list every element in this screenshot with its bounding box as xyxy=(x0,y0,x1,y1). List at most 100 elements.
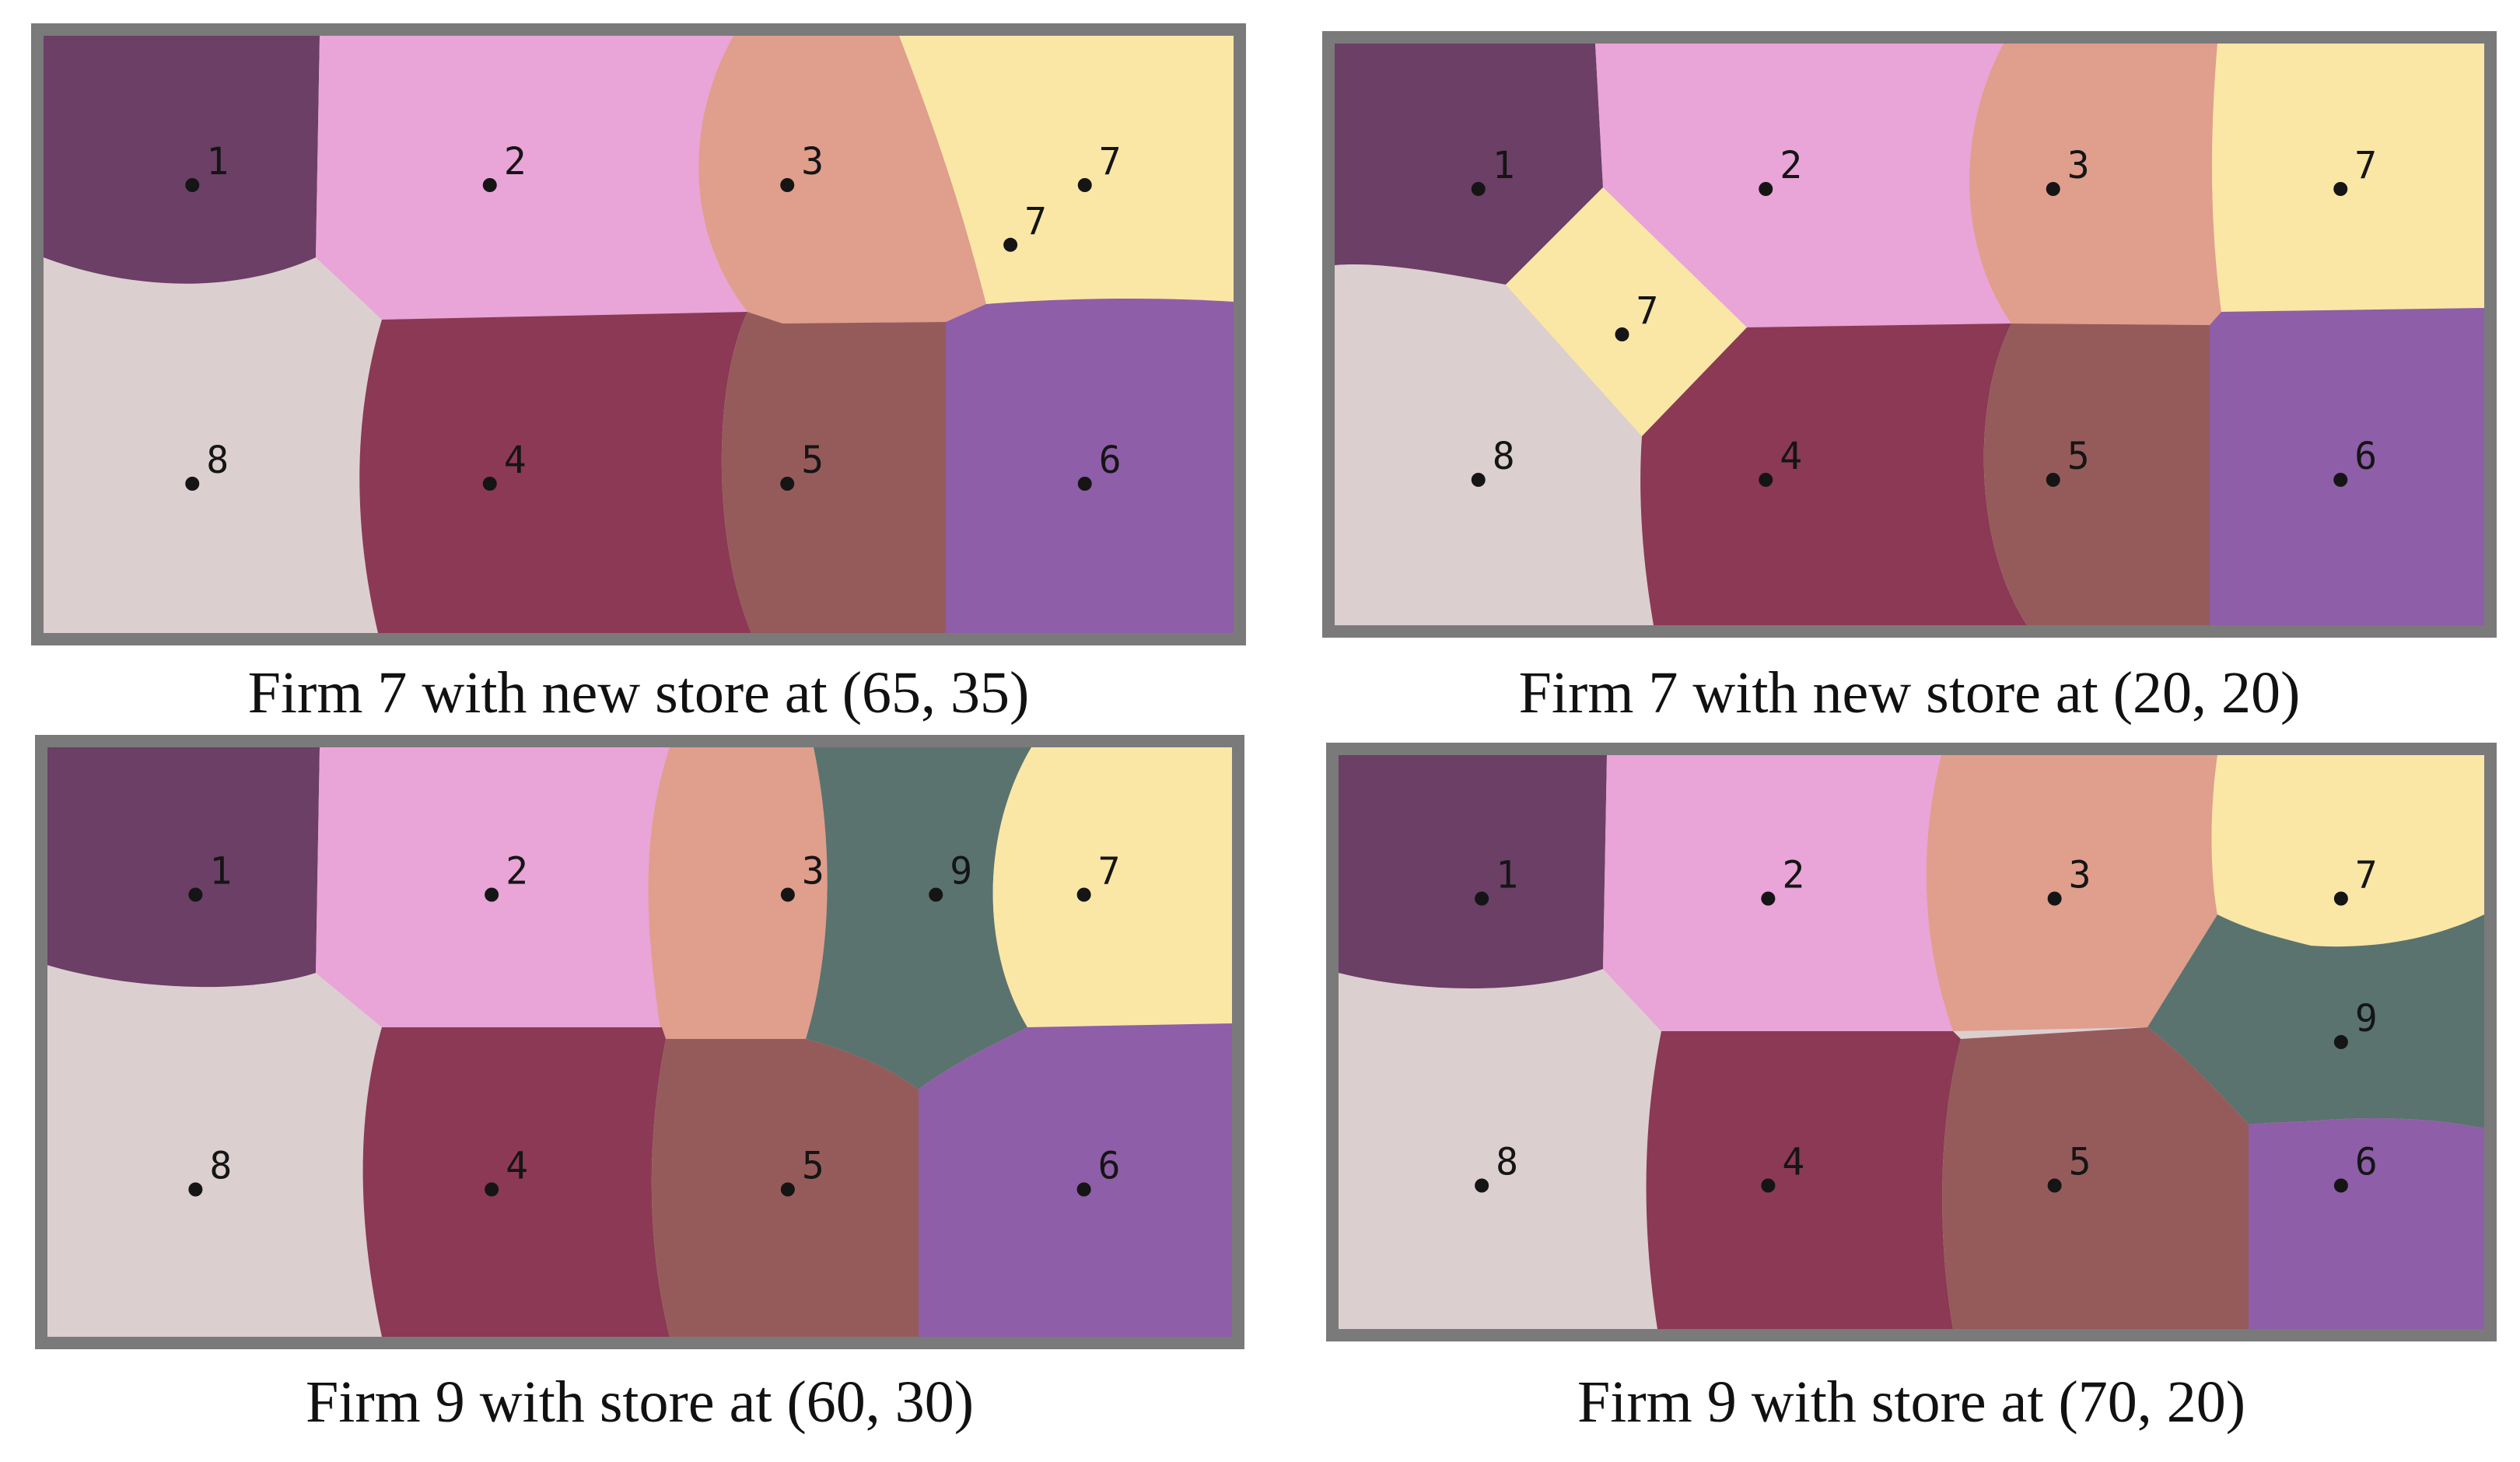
store-marker-6: 6 xyxy=(1076,1145,1121,1197)
region-firm-3 xyxy=(1969,44,2221,325)
store-marker-1: 1 xyxy=(1475,854,1518,906)
store-dot xyxy=(1471,182,1486,196)
store-marker-2: 2 xyxy=(1761,854,1804,906)
store-label: 5 xyxy=(2069,1141,2091,1184)
store-dot xyxy=(2333,1035,2348,1049)
region-firm-1 xyxy=(47,747,320,988)
region-firm-2 xyxy=(316,36,747,320)
store-label: 1 xyxy=(209,850,232,894)
store-label: 1 xyxy=(1493,144,1515,187)
store-label: 1 xyxy=(206,140,229,184)
store-marker-8: 8 xyxy=(1471,435,1515,487)
region-firm-4 xyxy=(359,312,751,633)
store-layer: 1 2 3 9 7 8 4 5 6 xyxy=(188,850,1121,1197)
store-label: 9 xyxy=(950,850,972,894)
store-marker-5: 5 xyxy=(780,439,824,491)
store-marker-2: 2 xyxy=(1759,144,1802,196)
store-label: 5 xyxy=(802,1145,824,1188)
store-dot xyxy=(2333,182,2348,196)
store-dot xyxy=(2333,891,2348,906)
store-label: 2 xyxy=(504,140,527,184)
region-firm-4 xyxy=(1640,324,2027,625)
store-marker-6: 6 xyxy=(1077,439,1122,491)
region-firm-7 xyxy=(992,747,1232,1027)
store-label: 7 xyxy=(2355,854,2378,897)
store-marker-7: 7 xyxy=(1076,850,1121,902)
store-marker-1: 1 xyxy=(185,140,229,192)
store-dot xyxy=(1471,473,1486,487)
region-firm-6 xyxy=(946,299,1234,633)
store-marker-3: 3 xyxy=(780,850,824,902)
store-marker-7: 7 xyxy=(1615,289,1658,341)
store-label: 6 xyxy=(2354,435,2377,478)
store-marker-6: 6 xyxy=(2333,435,2377,487)
store-dot xyxy=(2333,473,2348,487)
region-firm-6 xyxy=(2249,1118,2484,1329)
store-marker-5: 5 xyxy=(780,1145,824,1197)
region-firm-7 xyxy=(899,36,1234,304)
store-marker-1: 1 xyxy=(188,850,232,902)
store-label: 2 xyxy=(506,850,528,894)
store-dot xyxy=(485,887,499,902)
region-firm-1 xyxy=(44,36,320,284)
region-firm-3 xyxy=(698,36,986,324)
store-label: 9 xyxy=(2355,997,2378,1041)
store-marker-4: 4 xyxy=(1761,1141,1804,1193)
store-dot xyxy=(1475,891,1489,906)
region-firm-3 xyxy=(1926,755,2217,1031)
store-marker-9: 9 xyxy=(2333,997,2378,1049)
store-label: 4 xyxy=(506,1145,528,1188)
region-firm-6 xyxy=(919,1023,1232,1337)
region-firm-5 xyxy=(1942,1027,2249,1329)
store-marker-7: 7 xyxy=(2333,854,2378,906)
region-firm-1 xyxy=(1339,755,1607,988)
store-marker-3: 3 xyxy=(2046,144,2090,196)
store-dot xyxy=(482,477,497,491)
store-marker-2: 2 xyxy=(485,850,528,902)
region-firm-7 xyxy=(2211,755,2484,947)
store-marker-8: 8 xyxy=(188,1145,232,1197)
region-firm-5 xyxy=(1983,324,2210,625)
market-area-map: 1 2 3 9 7 8 4 5 6 xyxy=(47,747,1232,1337)
region-firm-2 xyxy=(1603,755,1953,1031)
store-dot xyxy=(1759,182,1773,196)
store-label: 6 xyxy=(2355,1141,2378,1184)
store-label: 4 xyxy=(1780,435,1802,478)
store-dot xyxy=(185,477,200,491)
region-firm-4 xyxy=(362,1027,670,1337)
store-dot xyxy=(2046,473,2060,487)
store-dot xyxy=(1615,327,1629,341)
store-marker-7: 7 xyxy=(1077,140,1122,192)
store-dot xyxy=(2046,182,2060,196)
store-label: 7 xyxy=(1098,850,1121,894)
region-firm-7b xyxy=(2212,44,2484,312)
store-label: 6 xyxy=(1099,439,1122,482)
store-label: 7 xyxy=(1024,200,1047,243)
store-marker-2: 2 xyxy=(482,140,527,192)
region-firm-9 xyxy=(2147,915,2484,1128)
store-dot xyxy=(1077,178,1092,192)
store-marker-3: 3 xyxy=(780,140,824,192)
store-label: 3 xyxy=(802,850,824,894)
store-label: 5 xyxy=(2067,435,2090,478)
store-dot xyxy=(2047,1178,2062,1193)
store-dot xyxy=(780,1182,795,1197)
store-marker-4: 4 xyxy=(482,439,527,491)
store-marker-7: 7 xyxy=(1003,200,1047,252)
region-firm-4 xyxy=(1646,1031,1961,1329)
store-label: 6 xyxy=(1098,1145,1121,1188)
store-label: 8 xyxy=(1496,1141,1518,1184)
store-marker-5: 5 xyxy=(2047,1141,2091,1193)
region-firm-1 xyxy=(1335,44,1603,285)
store-dot xyxy=(1076,1182,1091,1197)
store-marker-1: 1 xyxy=(1471,144,1515,196)
region-firm-5 xyxy=(721,312,946,633)
store-dot xyxy=(1003,237,1018,252)
store-marker-9: 9 xyxy=(929,850,972,902)
store-dot xyxy=(780,477,795,491)
store-label: 3 xyxy=(2067,144,2090,187)
store-label: 4 xyxy=(1782,1141,1804,1184)
